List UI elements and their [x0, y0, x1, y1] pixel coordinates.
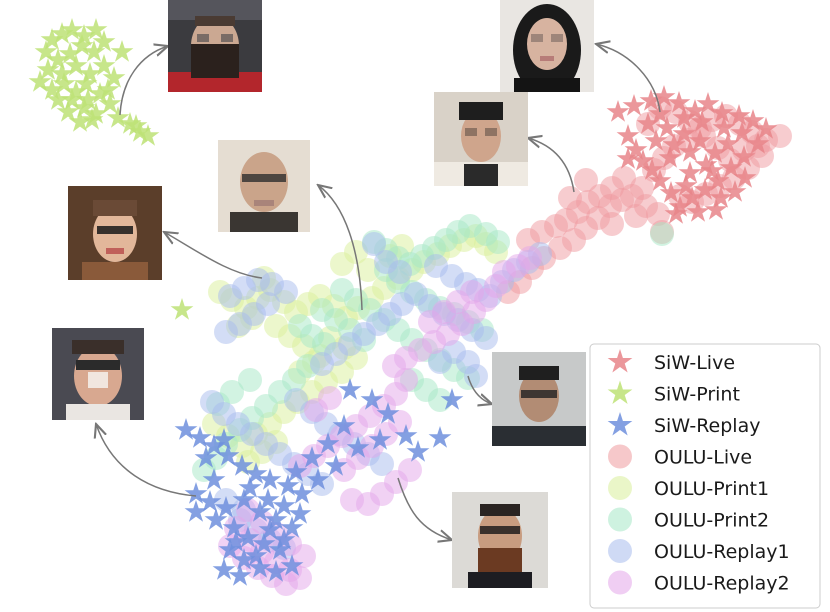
data-point-oulu-replay2: [340, 488, 364, 512]
legend-item-oulu-print1: OULU-Print1: [608, 476, 769, 500]
legend-item-oulu-live: OULU-Live: [608, 444, 752, 469]
data-point-oulu-live: [558, 186, 582, 210]
legend-item-oulu-print2: OULU-Print2: [608, 507, 769, 532]
scatter-marks: [28, 18, 792, 596]
data-point-oulu-print2: [486, 230, 510, 254]
data-point-oulu-print2: [650, 222, 674, 246]
face-thumbnail-siw-print: [168, 0, 262, 92]
arrow-oulu-replay1: [467, 375, 492, 404]
data-point-oulu-replay1: [428, 350, 452, 374]
data-point-oulu-print2: [238, 368, 262, 392]
data-point-oulu-print2: [428, 388, 452, 412]
legend-item-siw-live: SiW-Live: [607, 349, 735, 374]
data-point-oulu-live: [610, 188, 634, 212]
legend-label: OULU-Print2: [654, 510, 769, 532]
data-point-oulu-live: [630, 176, 654, 200]
annotation-arrows: [96, 44, 661, 540]
data-point-oulu-replay1: [274, 280, 298, 304]
legend-marker: [608, 539, 632, 563]
arrow-siw-replay: [96, 424, 197, 497]
legend-marker: [608, 507, 632, 532]
data-point-siw-live: [622, 94, 646, 116]
legend-item-oulu-replay1: OULU-Replay1: [608, 539, 790, 563]
arrow-siw-print: [119, 46, 168, 116]
legend-label: OULU-Print1: [654, 478, 769, 500]
face-thumbnail-oulu-live: [434, 92, 528, 186]
data-point-oulu-live: [768, 124, 792, 148]
data-point-oulu-replay1: [362, 232, 386, 256]
face-thumbnail-oulu-print1: [218, 140, 310, 232]
legend-marker: [608, 476, 632, 500]
data-point-oulu-live: [612, 166, 636, 190]
face-thumbnail-siw-live: [500, 0, 594, 92]
data-point-oulu-replay1: [310, 352, 334, 376]
legend-label: OULU-Replay2: [654, 573, 790, 595]
data-point-oulu-print1: [356, 258, 380, 282]
arrow-oulu-live: [528, 138, 575, 193]
face-thumbnail-siw-replay: [52, 328, 144, 420]
arrow-oulu-print1: [318, 185, 363, 311]
arrow-oulu-replay2: [397, 477, 452, 540]
data-point-oulu-replay2: [460, 280, 484, 304]
legend-label: SiW-Replay: [654, 415, 760, 437]
legend-item-siw-print: SiW-Print: [607, 380, 740, 406]
legend-label: OULU-Live: [654, 447, 752, 469]
data-point-oulu-replay2: [318, 386, 342, 410]
data-point-siw-print: [170, 298, 194, 320]
legend-item-oulu-replay2: OULU-Replay2: [608, 570, 790, 595]
data-point-oulu-live: [600, 212, 624, 236]
data-point-oulu-print2: [310, 298, 334, 322]
data-point-oulu-live: [646, 202, 670, 226]
data-point-oulu-replay2: [518, 246, 542, 270]
data-point-oulu-replay1: [464, 364, 488, 388]
data-point-oulu-replay1: [256, 292, 280, 316]
legend-label: OULU-Replay1: [654, 541, 790, 563]
face-thumbnail-oulu-replay1: [492, 352, 586, 446]
face-thumbnail-oulu-print2: [68, 186, 162, 280]
legend-marker: [608, 444, 632, 469]
data-point-oulu-replay1: [388, 260, 412, 284]
legend-frame: [589, 343, 821, 609]
data-point-oulu-replay1: [474, 326, 498, 350]
legend: SiW-LiveSiW-PrintSiW-ReplayOULU-LiveOULU…: [589, 343, 821, 609]
legend-marker: [608, 570, 632, 595]
data-point-oulu-print1: [330, 252, 354, 276]
data-point-oulu-live: [574, 168, 598, 192]
data-point-siw-replay: [212, 558, 236, 580]
arrow-siw-live: [596, 44, 661, 113]
data-point-siw-replay: [428, 426, 452, 448]
data-point-oulu-replay1: [370, 452, 394, 476]
legend-item-siw-replay: SiW-Replay: [607, 412, 760, 437]
data-point-oulu-live: [624, 204, 648, 228]
legend-label: SiW-Print: [654, 384, 740, 406]
arrow-oulu-print2: [164, 232, 263, 279]
legend-label: SiW-Live: [654, 352, 735, 374]
face-thumbnail-oulu-replay2: [452, 492, 548, 588]
data-point-siw-print: [110, 40, 134, 62]
data-point-siw-live: [678, 161, 702, 183]
